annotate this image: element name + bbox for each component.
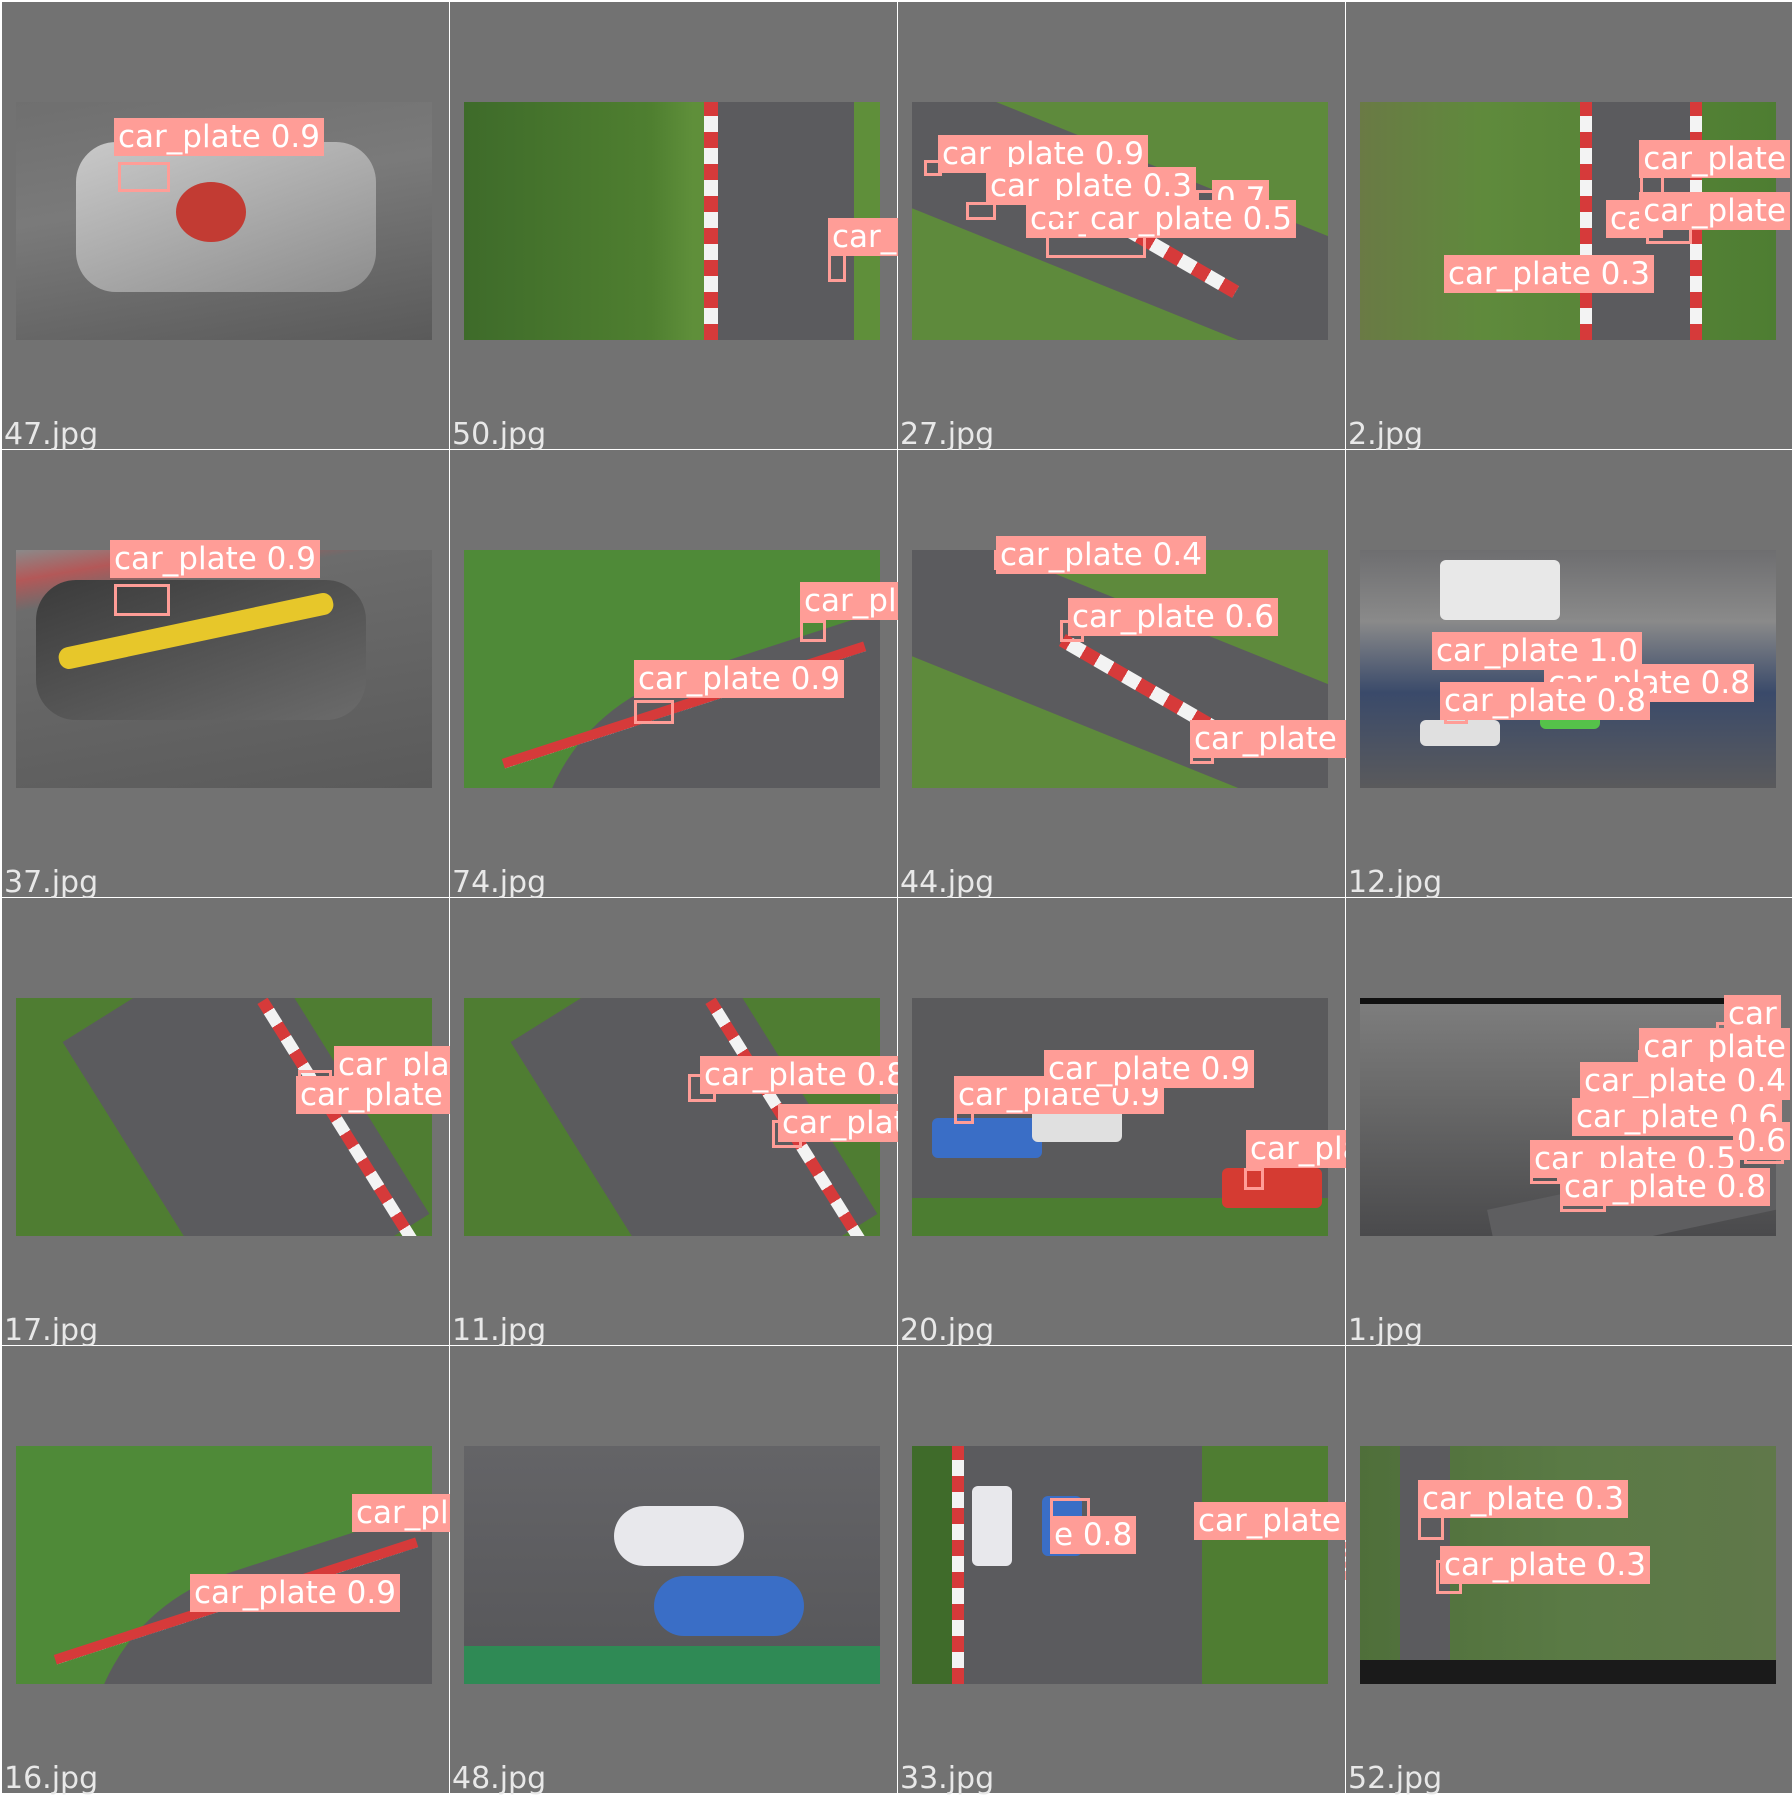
scene-shape: [1420, 720, 1500, 746]
image-tile[interactable]: 16.jpg: [2, 1346, 449, 1796]
tile-filename: 50.jpg: [452, 417, 547, 452]
scene-shape: [1222, 1168, 1322, 1208]
tile-filename: 17.jpg: [4, 1313, 99, 1348]
bounding-box: [118, 162, 170, 192]
scene-shape: [176, 182, 246, 242]
tile-image: [16, 550, 432, 788]
detection-label: car_plate 0.8: [1440, 682, 1650, 720]
tile-image: [912, 1446, 1328, 1684]
detection-label: car_plate 0.5: [1086, 200, 1296, 238]
detection-label: car: [1724, 995, 1781, 1033]
tile-image: [464, 102, 880, 340]
image-tile[interactable]: 44.jpg: [898, 450, 1345, 900]
tile-filename: 47.jpg: [4, 417, 99, 452]
detection-label: car_plate: [1639, 140, 1790, 178]
image-tile[interactable]: 33.jpg: [898, 1346, 1345, 1796]
tile-filename: 20.jpg: [900, 1313, 995, 1348]
bounding-box: [966, 202, 996, 220]
detection-label: car_plate 0.6: [1068, 598, 1278, 636]
tile-filename: 2.jpg: [1348, 417, 1424, 452]
scene-shape: [464, 1646, 880, 1684]
scene-shape: [654, 1576, 804, 1636]
tile-filename: 1.jpg: [1348, 1313, 1424, 1348]
detection-label: car_plate: [1639, 192, 1790, 230]
tile-filename: 16.jpg: [4, 1761, 99, 1796]
scene-shape: [1580, 102, 1592, 340]
scene-shape: [614, 1506, 744, 1566]
tile-image: [16, 998, 432, 1236]
tile-filename: 52.jpg: [1348, 1761, 1443, 1796]
detection-label: car_plate 0.9: [634, 660, 844, 698]
tile-filename: 27.jpg: [900, 417, 995, 452]
tile-filename: 11.jpg: [452, 1313, 547, 1348]
detection-label: car_plate 0.4: [996, 536, 1206, 574]
detection-label: car_plate 0.3: [1440, 1546, 1650, 1584]
scene-shape: [704, 102, 718, 340]
detection-label: 0.6: [1732, 1122, 1790, 1160]
image-tile[interactable]: 37.jpg: [2, 450, 449, 900]
detection-label: e 0.8: [1050, 1516, 1137, 1554]
scene-shape: [932, 1118, 1042, 1158]
scene-shape: [972, 1486, 1012, 1566]
image-tile[interactable]: 20.jpg: [898, 898, 1345, 1348]
image-tile[interactable]: 12.jpg: [1346, 450, 1792, 900]
image-tile[interactable]: 50.jpg: [450, 2, 897, 452]
tile-image: [912, 998, 1328, 1236]
detection-label: car_plate 0.9: [114, 118, 324, 156]
tile-image: [464, 1446, 880, 1684]
tile-filename: 48.jpg: [452, 1761, 547, 1796]
tile-filename: 12.jpg: [1348, 865, 1443, 900]
tile-filename: 33.jpg: [900, 1761, 995, 1796]
detection-label: car_plate 0.4: [1580, 1062, 1790, 1100]
tile-image: [16, 1446, 432, 1684]
scene-shape: [952, 1446, 964, 1684]
tile-filename: 37.jpg: [4, 865, 99, 900]
bounding-box: [800, 620, 826, 642]
detection-label: car_plate: [1639, 1028, 1790, 1066]
bounding-box: [1244, 1168, 1264, 1190]
scene-shape: [1440, 560, 1560, 620]
scene-shape: [1360, 1660, 1776, 1684]
detection-label: car_plate 0.3: [1418, 1480, 1628, 1518]
detection-label: car_plate 0.8: [1560, 1168, 1770, 1206]
detection-label: car_plate 0.3: [986, 167, 1196, 205]
detection-label: car_plate 0.9: [1044, 1050, 1254, 1088]
image-tile[interactable]: 17.jpg: [2, 898, 449, 1348]
detection-label: car_plate 0.3: [1444, 255, 1654, 293]
bounding-box: [634, 700, 674, 724]
image-tile[interactable]: 48.jpg: [450, 1346, 897, 1796]
detection-label: car_plate 0.9: [190, 1574, 400, 1612]
detection-label: car_plate 1.0: [1432, 632, 1642, 670]
detection-label: car_plate 0.9: [110, 540, 320, 578]
tile-filename: 74.jpg: [452, 865, 547, 900]
image-tile[interactable]: 47.jpg: [2, 2, 449, 452]
detection-label: car_plate 0.8: [700, 1056, 910, 1094]
tile-filename: 44.jpg: [900, 865, 995, 900]
bounding-box: [114, 584, 170, 616]
detection-label: car_plate 0.9: [938, 135, 1148, 173]
